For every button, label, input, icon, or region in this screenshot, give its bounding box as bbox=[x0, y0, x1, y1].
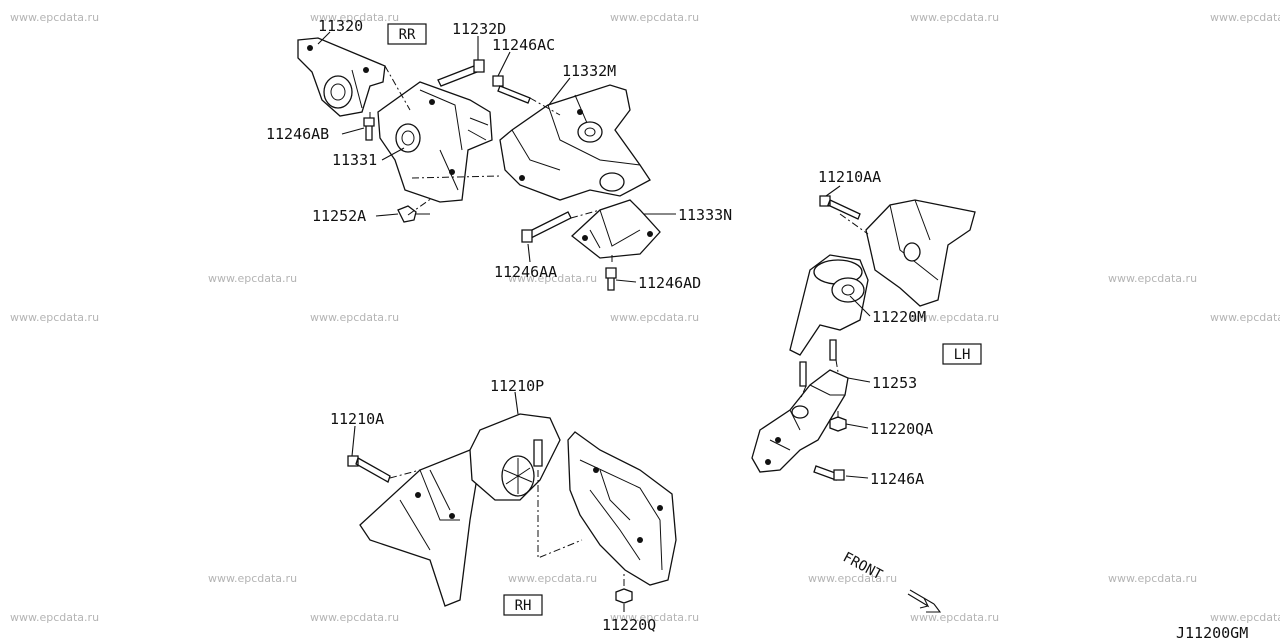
watermark: www.epcdata.ru bbox=[10, 11, 99, 24]
bolt-11246ad bbox=[605, 267, 617, 291]
part-label[interactable]: 11333N bbox=[678, 206, 732, 224]
watermark: www.epcdata.ru bbox=[1210, 611, 1280, 624]
rh-assembly bbox=[347, 413, 677, 607]
watermark: www.epcdata.ru bbox=[10, 311, 99, 324]
bolt-11246ac bbox=[492, 75, 531, 104]
section-label-rr: RR bbox=[399, 27, 416, 43]
part-label[interactable]: 11210AA bbox=[818, 168, 881, 186]
nut-11220q bbox=[615, 588, 633, 604]
section-label-lh: LH bbox=[954, 347, 971, 363]
part-label[interactable]: 11252A bbox=[312, 207, 366, 225]
section-label-rh: RH bbox=[515, 598, 532, 614]
part-label[interactable]: 11246AA bbox=[494, 263, 557, 281]
watermark: www.epcdata.ru bbox=[610, 311, 699, 324]
section-box-rh bbox=[503, 594, 543, 616]
watermark: www.epcdata.ru bbox=[1210, 311, 1280, 324]
part-label[interactable]: 11246AB bbox=[266, 125, 329, 143]
mount-insulator bbox=[323, 75, 353, 109]
rh-mount-bracket bbox=[359, 449, 481, 607]
watermark: www.epcdata.ru bbox=[1210, 11, 1280, 24]
bolt-11252a bbox=[397, 205, 417, 223]
part-label[interactable]: 11331 bbox=[332, 151, 377, 169]
bolt-11246aa bbox=[527, 211, 572, 239]
watermark: www.epcdata.ru bbox=[310, 311, 399, 324]
bracket-11333n bbox=[571, 199, 661, 259]
part-label[interactable]: 11253 bbox=[872, 374, 917, 392]
bolt-11210a bbox=[347, 455, 391, 483]
watermark: www.epcdata.ru bbox=[910, 611, 999, 624]
diagram-code: J11200GM bbox=[1176, 624, 1248, 640]
lh-assembly bbox=[751, 195, 976, 481]
watermark: www.epcdata.ru bbox=[910, 11, 999, 24]
leader-lines bbox=[317, 31, 871, 612]
watermark: www.epcdata.ru bbox=[1108, 572, 1197, 585]
part-label[interactable]: 11210P bbox=[490, 377, 544, 395]
rr-assembly bbox=[297, 37, 661, 291]
watermark: www.epcdata.ru bbox=[208, 272, 297, 285]
bolt-11210aa bbox=[819, 195, 861, 220]
watermark: www.epcdata.ru bbox=[310, 611, 399, 624]
watermark: www.epcdata.ru bbox=[808, 572, 897, 585]
front-arrow-icon bbox=[907, 593, 930, 609]
section-box-lh bbox=[942, 343, 982, 365]
part-label[interactable]: 11220QA bbox=[870, 420, 933, 438]
watermark: www.epcdata.ru bbox=[910, 311, 999, 324]
watermark: www.epcdata.ru bbox=[1108, 272, 1197, 285]
watermark-layer: www.epcdata.ru www.epcdata.ru www.epcdat… bbox=[10, 11, 1280, 624]
bracket-11332m bbox=[499, 84, 651, 201]
part-label[interactable]: 11210A bbox=[330, 410, 384, 428]
part-label[interactable]: 11332M bbox=[562, 62, 616, 80]
part-label[interactable]: 11246AD bbox=[638, 274, 701, 292]
part-label[interactable]: 11220Q bbox=[602, 616, 656, 634]
part-label[interactable]: 11246A bbox=[870, 470, 924, 488]
watermark: www.epcdata.ru bbox=[508, 272, 597, 285]
watermark: www.epcdata.ru bbox=[610, 11, 699, 24]
watermark: www.epcdata.ru bbox=[10, 611, 99, 624]
part-labels: 11320 11232D 11246AC 11332M 11246AB 1133… bbox=[266, 17, 933, 634]
part-label[interactable]: 11232D bbox=[452, 20, 506, 38]
section-box-rr bbox=[387, 23, 427, 45]
part-label[interactable]: 11246AC bbox=[492, 36, 555, 54]
nut-11220qa bbox=[829, 416, 847, 432]
bolt-11232d bbox=[437, 65, 478, 87]
part-label[interactable]: 11220M bbox=[872, 308, 926, 326]
watermark: www.epcdata.ru bbox=[508, 572, 597, 585]
bolt-11246ab bbox=[363, 117, 375, 141]
bracket-11331 bbox=[377, 81, 493, 203]
watermark: www.epcdata.ru bbox=[310, 11, 399, 24]
part-label[interactable]: 11320 bbox=[318, 17, 363, 35]
watermark: www.epcdata.ru bbox=[610, 611, 699, 624]
watermark: www.epcdata.ru bbox=[208, 572, 297, 585]
